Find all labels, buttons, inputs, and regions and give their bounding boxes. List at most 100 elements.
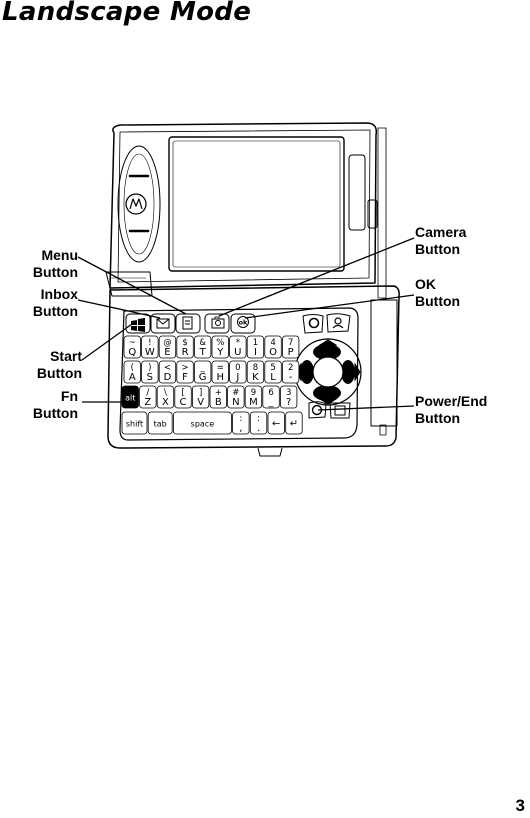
ok-callout-line1: OK [415, 276, 436, 292]
inbox-button-callout: Inbox Button [33, 286, 78, 320]
key-1-2 [158, 360, 177, 384]
keyboard-area [119, 307, 359, 441]
key-1-4-symbol: _ [200, 363, 206, 373]
key-2-9-symbol: 3 [286, 388, 291, 398]
key-1-4-label: G [199, 372, 207, 383]
camera-leader [218, 237, 415, 317]
inbox-callout-line1: Inbox [40, 286, 78, 302]
key-2-8-symbol: 6 [268, 388, 273, 398]
key-2-8 [262, 385, 280, 409]
key-0-2-label: E [164, 347, 170, 358]
start-key [125, 313, 151, 334]
key-3-4 [249, 411, 268, 435]
key-2-5-symbol: + [215, 388, 222, 398]
key-1-9-symbol: 2 [288, 363, 293, 373]
display-screen [168, 136, 345, 272]
key-2-7 [244, 385, 263, 409]
key-1-3-symbol: > [181, 363, 188, 373]
camera-callout-line1: Camera [415, 224, 467, 240]
key-2-2 [156, 385, 175, 409]
speaker-panel [117, 145, 161, 263]
key-1-7-symbol: 8 [253, 363, 258, 373]
page-title: Landscape Mode [2, 0, 252, 27]
key-3-3-label: , [239, 423, 242, 434]
side-hinge [348, 154, 366, 231]
key-2-4-label: V [197, 397, 204, 408]
envelope-icon [156, 318, 170, 329]
key-0-0-symbol: ~ [129, 338, 136, 348]
key-0-1 [141, 335, 159, 359]
key-2-6 [227, 385, 245, 409]
key-2-2-label: X [162, 397, 169, 408]
key-1-2-symbol: < [164, 363, 171, 373]
key-2-9 [279, 385, 298, 409]
send-icon [308, 317, 320, 329]
side-rail [370, 299, 398, 427]
key-3-0 [121, 411, 148, 435]
key-1-3-label: F [182, 372, 188, 383]
key-3-3 [232, 411, 250, 435]
start-button-callout: Start Button [37, 348, 82, 382]
device-lid-inner-outline [117, 129, 371, 283]
inbox-callout-line2: Button [32, 303, 78, 319]
key-2-7-label: M [249, 397, 258, 408]
send-key [302, 314, 324, 334]
inbox-leader [77, 299, 161, 319]
key-0-2-symbol: @ [163, 338, 172, 348]
key-1-6-symbol: 0 [235, 363, 240, 373]
ok-icon: ok [239, 319, 248, 327]
power-end-button-callout: Power/End Button [415, 393, 487, 427]
key-3-5-label: ← [272, 419, 280, 430]
key-2-1-label: Z [144, 397, 151, 408]
key-0-6-label: U [234, 347, 241, 358]
key-2-5 [209, 385, 227, 409]
fn-callout-line1: Fn [60, 388, 78, 404]
key-0-4-label: T [199, 347, 207, 358]
key-1-9 [281, 360, 300, 384]
key-1-5-label: H [216, 372, 224, 383]
alt-key-label: alt [125, 394, 135, 403]
key-1-0 [123, 360, 141, 384]
key-2-8-label: _ [268, 397, 275, 408]
key-1-8-symbol: 5 [270, 363, 275, 373]
calendar-icon [334, 405, 346, 416]
key-2-7-symbol: 9 [251, 388, 256, 398]
key-3-5 [267, 411, 285, 435]
key-0-7-label: I [254, 347, 257, 358]
motorola-logo-icon [125, 193, 147, 215]
key-1-6-label: J [235, 372, 239, 383]
page-number: 3 [515, 796, 525, 815]
key-0-3-symbol: $ [182, 338, 187, 348]
key-2-6-symbol: # [232, 388, 239, 398]
key-1-0-label: A [129, 372, 136, 383]
key-0-8-symbol: 4 [270, 338, 275, 348]
key-1-9-label: - [289, 372, 293, 383]
power-end-callout-line1: Power/End [415, 393, 488, 409]
key-3-2-label: space [191, 420, 215, 429]
key-1-7 [246, 360, 265, 384]
key-2-1-symbol: / [146, 388, 149, 398]
key-2-5-label: B [215, 397, 222, 408]
navigation-pad [294, 338, 362, 419]
key-2-9-label: ? [286, 397, 291, 408]
key-3-3-symbol: : [239, 414, 242, 424]
contacts-icon [334, 317, 342, 325]
key-1-7-label: K [252, 372, 259, 383]
key-2-3-symbol: [ [181, 388, 184, 398]
ok-key [230, 313, 256, 334]
key-1-8-label: L [270, 372, 276, 383]
camera-callout-line2: Button [415, 241, 461, 257]
key-0-9-symbol: 7 [288, 338, 293, 348]
key-0-1-label: W [145, 347, 155, 358]
key-0-4 [193, 335, 212, 359]
function-key-row: ok [125, 313, 351, 334]
key-3-4-label: . [257, 423, 260, 434]
key-0-9-label: P [288, 347, 294, 358]
key-1-1 [141, 360, 159, 384]
inbox-key [150, 313, 176, 334]
ok-leader [244, 294, 415, 319]
key-1-2-label: D [164, 372, 172, 383]
key-0-7 [246, 335, 265, 359]
ok-callout-line2: Button [415, 293, 461, 309]
